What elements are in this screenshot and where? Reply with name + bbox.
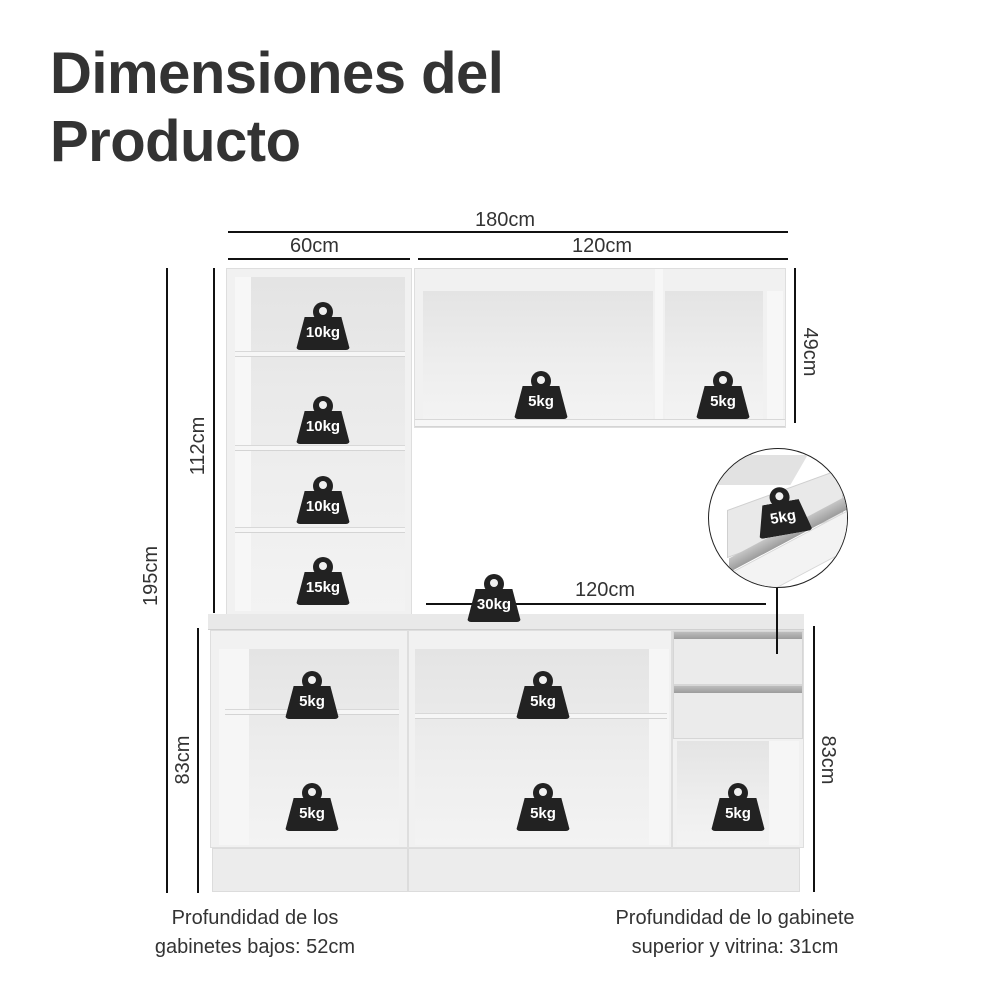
drawer-detail-callout: 5kg [708, 448, 848, 588]
upper-cabinet-height-line [794, 268, 796, 423]
upper-height-label: 112cm [187, 416, 209, 476]
lower-height-left-label: 83cm [172, 735, 194, 785]
total-width-label: 180cm [475, 209, 536, 231]
drawer-bottom [673, 685, 803, 739]
title-line-2: Producto [50, 109, 301, 174]
lower-height-left-line [197, 628, 199, 893]
plinth-left [212, 848, 408, 892]
drawer-top [673, 631, 803, 685]
callout-connector [776, 588, 778, 654]
left-width-line [228, 258, 410, 260]
total-height-line [166, 268, 168, 893]
counter-width-label: 120cm [575, 579, 636, 601]
upper-height-line [213, 268, 215, 613]
drawer-weight-icon: 5kg [751, 483, 813, 540]
lower-height-right-label: 83cm [817, 735, 839, 785]
page-title: Dimensiones del Producto [50, 40, 504, 176]
weight-icon-lower-mid-bottom: 5kg [516, 783, 570, 831]
weight-icon-tower-1: 10kg [296, 302, 350, 350]
upper-wall-cabinet [414, 268, 786, 428]
weight-icon-tower-4: 15kg [296, 557, 350, 605]
weight-icon-upper-right: 5kg [696, 371, 750, 419]
upper-cabinet-height-label: 49cm [799, 327, 821, 377]
weight-icon-lower-right-bottom: 5kg [711, 783, 765, 831]
weight-icon-upper-left: 5kg [514, 371, 568, 419]
weight-icon-tower-2: 10kg [296, 396, 350, 444]
right-width-line [418, 258, 788, 260]
weight-icon-counter: 30kg [467, 574, 521, 622]
weight-icon-tower-3: 10kg [296, 476, 350, 524]
lower-depth-note: Profundidad de los gabinetes bajos: 52cm [154, 907, 356, 958]
weight-icon-lower-mid-top: 5kg [516, 671, 570, 719]
weight-icon-lower-left-top: 5kg [285, 671, 339, 719]
countertop [208, 614, 804, 630]
right-width-label: 120cm [572, 235, 633, 257]
left-width-label: 60cm [290, 235, 339, 257]
upper-depth-note: Profundidad de lo gabinete superior y vi… [615, 907, 855, 958]
title-line-1: Dimensiones del [50, 41, 504, 106]
counter-width-line [426, 603, 766, 605]
plinth-right [408, 848, 800, 892]
lower-height-right-line [813, 626, 815, 892]
total-height-label: 195cm [140, 545, 162, 607]
weight-icon-lower-left-bottom: 5kg [285, 783, 339, 831]
total-width-line [228, 231, 788, 233]
